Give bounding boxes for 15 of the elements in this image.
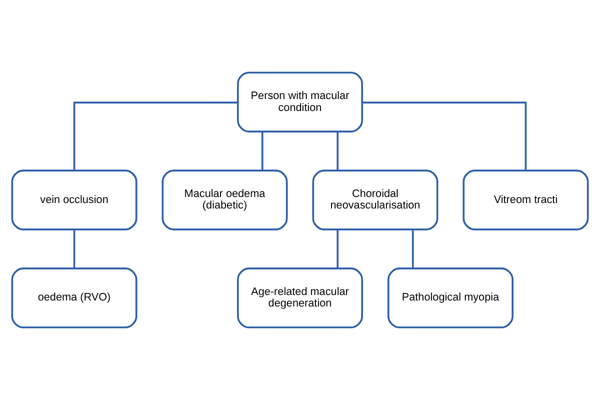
connector [73, 230, 76, 268]
node-box: Macular oedema (diabetic) [162, 170, 288, 230]
node-box: oedema (RVO) [11, 268, 138, 328]
node-box: Vitreom tracti [462, 170, 589, 230]
connector [336, 132, 339, 170]
connector [336, 230, 339, 268]
node-box: Age-related macular degeneration [237, 268, 363, 328]
node-box: vein occlusion [11, 170, 138, 230]
connector [261, 132, 264, 170]
node-box: Pathological myopia [387, 268, 514, 328]
node-box: Choroidal neovascularisation [312, 170, 438, 230]
node-box: Person with macular condition [237, 72, 363, 132]
connector [73, 102, 238, 170]
connector [412, 230, 414, 268]
connector [362, 102, 527, 170]
